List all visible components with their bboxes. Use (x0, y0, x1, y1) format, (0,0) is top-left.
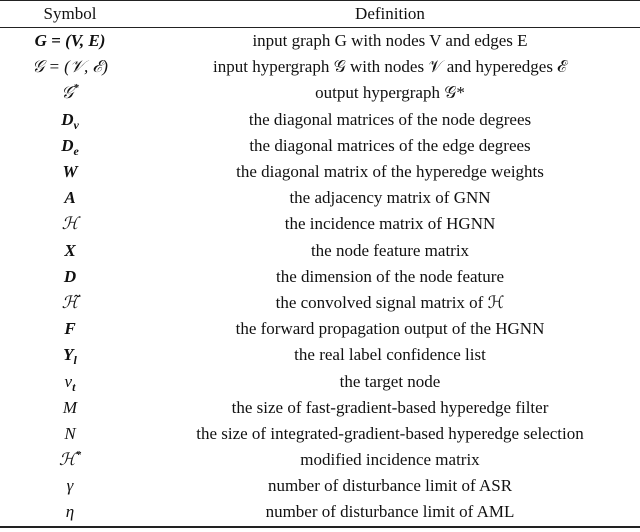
symbol-cell: A (0, 185, 140, 211)
symbol-cell: De (0, 133, 140, 159)
symbol-subscript: t (72, 379, 76, 394)
definition-cell: the dimension of the node feature (275, 266, 504, 286)
symbol-cell: N (0, 421, 140, 447)
symbol-cell: 𝒢* (0, 80, 140, 106)
symbol-cell: Yl (0, 342, 140, 368)
symbol-cell: G = (V, E) (0, 28, 140, 55)
symbol-cell: M (0, 395, 140, 421)
symbol-base: η (65, 502, 75, 522)
definition-cell: the diagonal matrices of the edge degree… (249, 135, 531, 155)
definition-cell: the diagonal matrix of the hyperedge wei… (236, 162, 544, 182)
symbol-base: A (64, 188, 76, 208)
symbol-cell: W (0, 159, 140, 185)
symbol-base: G = (V, E) (34, 31, 106, 51)
symbol-superscript: * (73, 82, 79, 95)
table-row: ℋ̃ the convolved signal matrix of ℋ (0, 290, 640, 316)
symbol-subscript: v (73, 117, 79, 132)
table-row: vt the target node (0, 368, 640, 394)
table-row: ℋ* modified incidence matrix (0, 447, 640, 473)
symbol-cell: D (0, 264, 140, 290)
definition-cell: the node feature matrix (310, 240, 470, 260)
symbol-superscript: * (75, 449, 82, 462)
symbol-base: ℋ (58, 450, 76, 470)
symbol-cell: η (0, 499, 140, 528)
symbol-cell: vt (0, 368, 140, 394)
header-definition: Definition (140, 0, 640, 28)
symbol-base: D (61, 135, 74, 155)
symbol-base: Y (63, 345, 74, 365)
definition-cell: input hypergraph 𝒢 with nodes 𝒱 and hype… (213, 57, 567, 77)
table-row: Yl the real label confidence list (0, 342, 640, 368)
table-row: γ number of disturbance limit of ASR (0, 473, 640, 499)
symbol-base: 𝒢 = (𝒱, ℰ) (32, 57, 108, 77)
header-row: Symbol Definition (0, 0, 640, 28)
table-row: 𝒢 = (𝒱, ℰ) input hypergraph 𝒢 with nodes … (0, 54, 640, 80)
symbol-subscript: l (73, 353, 77, 368)
symbol-base: D (61, 109, 74, 129)
definition-cell: the real label confidence list (294, 345, 486, 365)
symbol-cell: 𝒢 = (𝒱, ℰ) (0, 54, 140, 80)
symbol-base: 𝒢 (61, 83, 74, 103)
definition-cell: the target node (339, 371, 441, 391)
symbol-subscript: e (73, 143, 79, 158)
symbol-cell: ℋ* (0, 447, 140, 473)
symbol-base: ℋ̃ (61, 292, 79, 312)
symbol-cell: X (0, 238, 140, 264)
table-row: 𝒢* output hypergraph 𝒢* (0, 80, 640, 106)
definition-cell: the adjacency matrix of GNN (289, 188, 491, 208)
definition-cell: the forward propagation output of the HG… (235, 319, 545, 339)
definition-cell: modified incidence matrix (300, 450, 480, 470)
definition-cell: the size of fast-gradient-based hyperedg… (231, 397, 549, 417)
table-row: G = (V, E) input graph G with nodes V and… (0, 28, 640, 55)
symbol-base: D (63, 266, 77, 286)
symbol-cell: Dv (0, 107, 140, 133)
definition-cell: the convolved signal matrix of ℋ (275, 292, 505, 312)
definition-cell: number of disturbance limit of AML (140, 499, 640, 528)
table-row: De the diagonal matrices of the edge degr… (0, 133, 640, 159)
definition-cell: input graph G with nodes V and edges E (252, 31, 528, 51)
symbol-base: X (64, 240, 76, 260)
symbol-base: γ (66, 476, 74, 496)
definition-cell: number of disturbance limit of ASR (267, 476, 513, 496)
symbol-base: W (62, 162, 78, 182)
header-symbol: Symbol (0, 0, 140, 28)
symbol-base: M (62, 397, 78, 417)
symbol-base: F (64, 319, 76, 339)
table-row: η number of disturbance limit of AML (0, 499, 640, 528)
table-row: Dv the diagonal matrices of the node degr… (0, 107, 640, 133)
symbol-cell: F (0, 316, 140, 342)
symbol-base: N (64, 423, 76, 443)
symbol-base: v (64, 371, 73, 391)
symbol-cell: ℋ̃ (0, 290, 140, 316)
definition-cell: the incidence matrix of HGNN (284, 214, 496, 234)
definition-cell: the diagonal matrices of the node degree… (248, 109, 532, 129)
symbol-base: ℋ (61, 214, 79, 234)
symbol-cell: ℋ (0, 211, 140, 237)
symbol-cell: γ (0, 473, 140, 499)
definition-cell: the size of integrated-gradient-based hy… (196, 423, 584, 443)
definition-cell: output hypergraph 𝒢* (315, 83, 465, 103)
